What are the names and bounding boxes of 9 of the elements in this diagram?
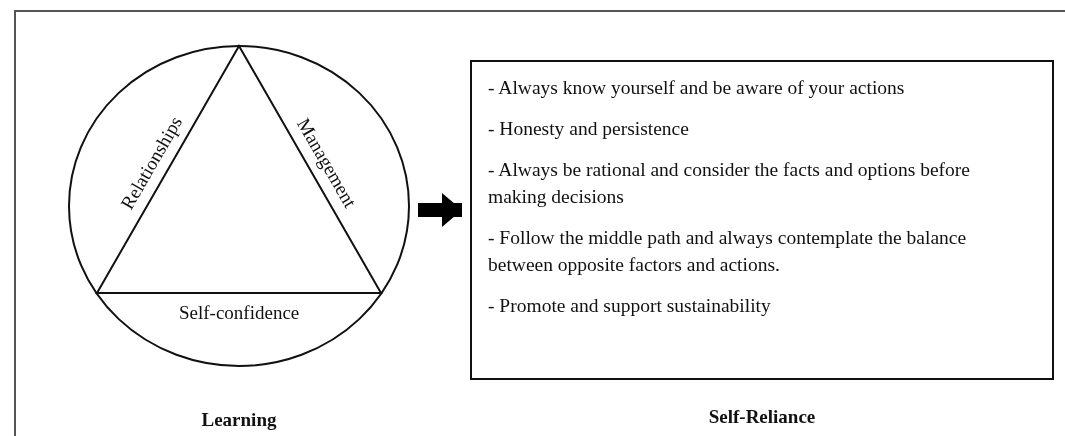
side-label: Self-confidence xyxy=(179,302,300,324)
bullet-item: - Promote and support sustainability xyxy=(488,294,772,318)
bullet-item: - Always be rational and consider the facts and options before making decisions xyxy=(488,158,971,209)
diagram-heading: Learning xyxy=(200,409,278,431)
bullet-item: - Honesty and persistence xyxy=(488,117,690,141)
diagram-heading: Self-Reliance xyxy=(707,406,817,428)
block-arrow xyxy=(418,193,462,227)
bullet-item: - Follow the middle path and always contemplate the balance between opposite factors and actions. xyxy=(488,226,968,277)
bullet-item: - Always know yourself and be aware of your actions xyxy=(488,76,906,100)
